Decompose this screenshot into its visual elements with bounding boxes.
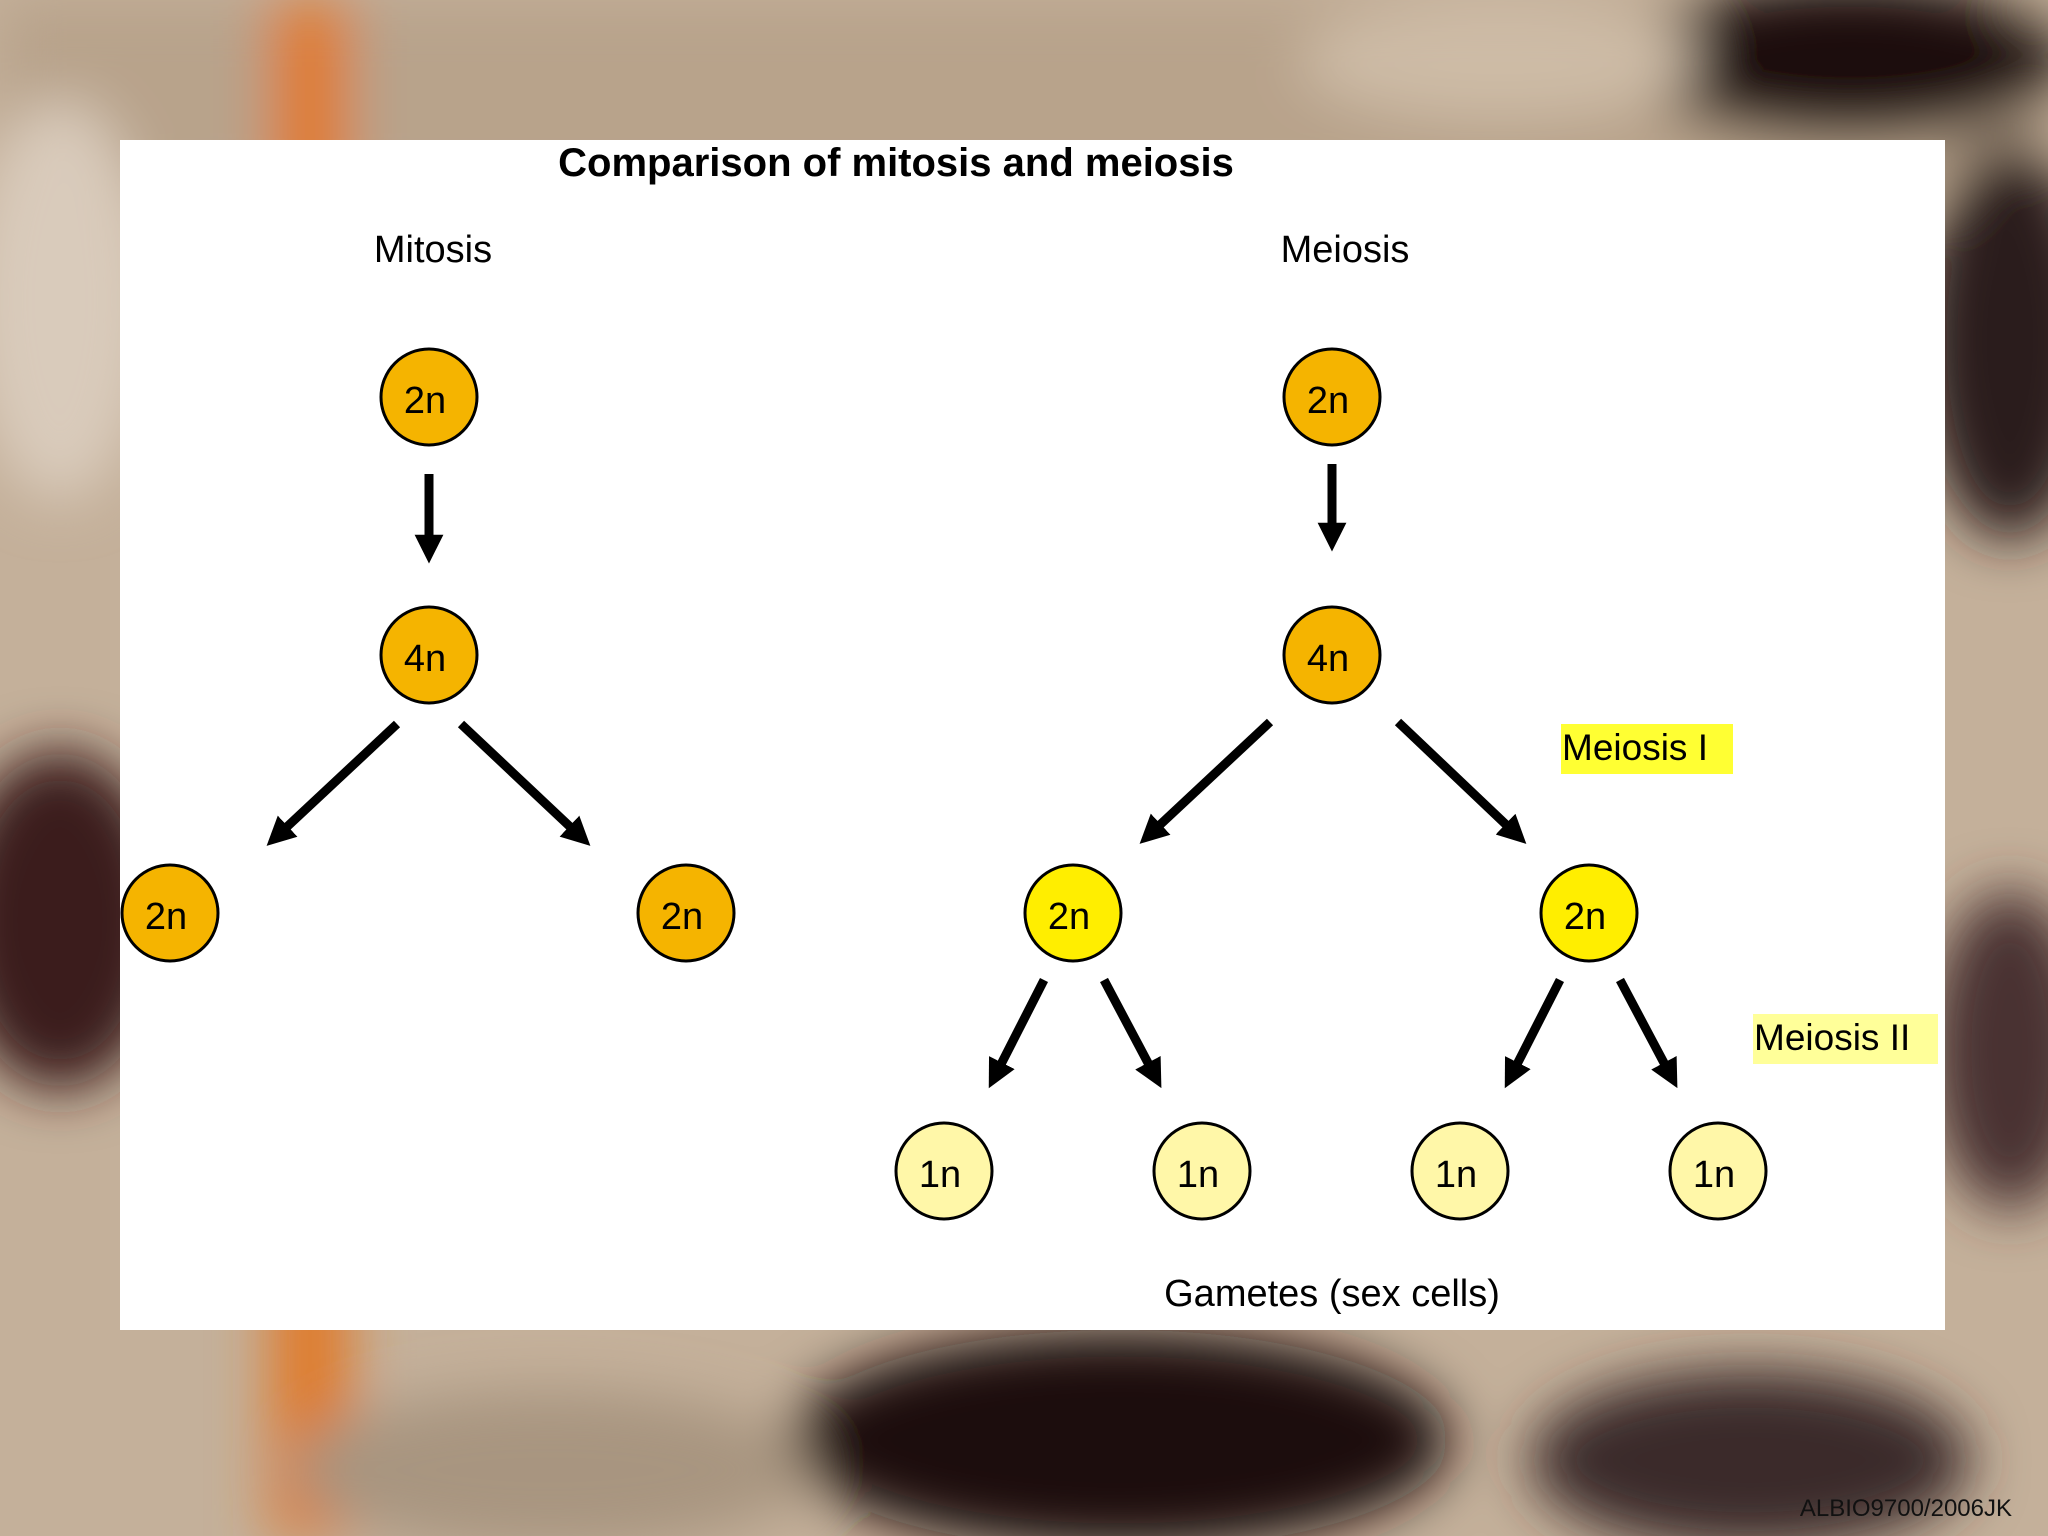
arrow-mitosis-right xyxy=(457,720,591,846)
diagram-title: Comparison of mitosis and meiosis xyxy=(558,141,1234,185)
mitosis-arrows xyxy=(266,474,591,846)
cell-meiosis1-right: 2n xyxy=(1539,863,1639,963)
mitosis-heading: Mitosis xyxy=(374,229,492,271)
meiosis-heading: Meiosis xyxy=(1281,229,1410,271)
footer-credit: ALBIO9700/2006JK xyxy=(1799,1495,2012,1522)
cell-meiosis1-left: 2n xyxy=(1023,863,1123,963)
meiosis1-label: Meiosis I xyxy=(1561,724,1733,774)
arrow-mitosis-left xyxy=(266,720,401,846)
cell-label: 1n xyxy=(1693,1154,1735,1196)
arrow-meiosis2-c xyxy=(1504,977,1565,1089)
cell-label: 1n xyxy=(1435,1154,1477,1196)
cell-gamete-1: 1n xyxy=(894,1121,994,1221)
cell-label: 4n xyxy=(404,638,446,680)
cell-gamete-4: 1n xyxy=(1668,1121,1768,1221)
arrow-meiosis1-right xyxy=(1394,718,1527,844)
cell-gamete-3: 1n xyxy=(1410,1121,1510,1221)
meiosis1-label-text: Meiosis I xyxy=(1562,727,1708,768)
cell-label: 4n xyxy=(1307,638,1349,680)
cell-meiosis-parent: 2n xyxy=(1282,347,1382,447)
cell-label: 1n xyxy=(919,1154,961,1196)
cell-meiosis-replicated: 4n xyxy=(1282,605,1382,705)
gametes-label: Gametes (sex cells) xyxy=(1164,1273,1500,1315)
cell-label: 2n xyxy=(1564,896,1606,938)
diagram-panel: Comparison of mitosis and meiosis Mitosi… xyxy=(120,140,1945,1330)
cell-label: 2n xyxy=(145,896,187,938)
cell-mitosis-daughter-right: 2n xyxy=(636,863,736,963)
cell-mitosis-daughter-left: 2n xyxy=(120,863,220,963)
cell-label: 2n xyxy=(404,380,446,422)
meiosis2-label: Meiosis II xyxy=(1753,1014,1938,1064)
arrow-meiosis1-left xyxy=(1139,718,1274,844)
meiosis-arrows xyxy=(988,464,1678,1089)
cell-mitosis-replicated: 4n xyxy=(379,605,479,705)
arrow-meiosis2-b xyxy=(1100,977,1162,1089)
cell-mitosis-parent: 2n xyxy=(379,347,479,447)
arrow-meiosis2-d xyxy=(1616,977,1678,1089)
cell-label: 2n xyxy=(1307,380,1349,422)
cell-label: 2n xyxy=(661,896,703,938)
cell-division-diagram: Comparison of mitosis and meiosis Mitosi… xyxy=(120,141,1938,1315)
meiosis2-label-text: Meiosis II xyxy=(1754,1017,1910,1058)
cell-gamete-2: 1n xyxy=(1152,1121,1252,1221)
cell-label: 2n xyxy=(1048,896,1090,938)
arrow-meiosis2-a xyxy=(988,977,1049,1089)
cell-label: 1n xyxy=(1177,1154,1219,1196)
